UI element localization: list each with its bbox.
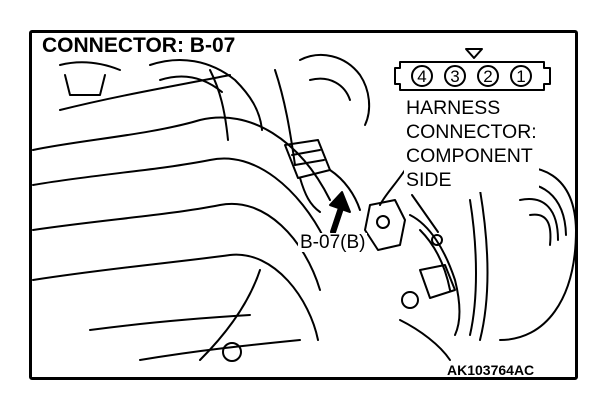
diagram-title: CONNECTOR: B-07: [40, 35, 239, 57]
harness-bracket: [222, 199, 461, 362]
harness-connector-label: HARNESS CONNECTOR: COMPONENT SIDE: [404, 96, 539, 192]
pin-label: 4: [417, 67, 426, 86]
leader-lines: [379, 169, 439, 233]
intake-manifold: [32, 74, 331, 361]
throttle-body: [469, 166, 577, 341]
harness-label-line: COMPONENT: [406, 145, 533, 167]
pin-3: [444, 65, 466, 87]
pin-2: [477, 65, 499, 87]
pin-4: [411, 65, 433, 87]
figure-code: AK103764AC: [445, 362, 537, 378]
pointer-arrow: [329, 191, 351, 235]
pin-label: 2: [483, 67, 492, 86]
pin-1: [510, 65, 532, 87]
pin-label: 1: [516, 67, 525, 86]
harness-label-line: HARNESS: [406, 97, 501, 119]
harness-label-line: CONNECTOR:: [406, 121, 537, 143]
connector-callout: B-07(B): [298, 232, 368, 253]
hose-assembly: [59, 54, 371, 166]
component-connector: [284, 139, 361, 213]
harness-connector-symbol: 4 3 2 1: [394, 48, 551, 91]
pin-label: 3: [450, 67, 459, 86]
harness-label-line: SIDE: [406, 169, 452, 191]
